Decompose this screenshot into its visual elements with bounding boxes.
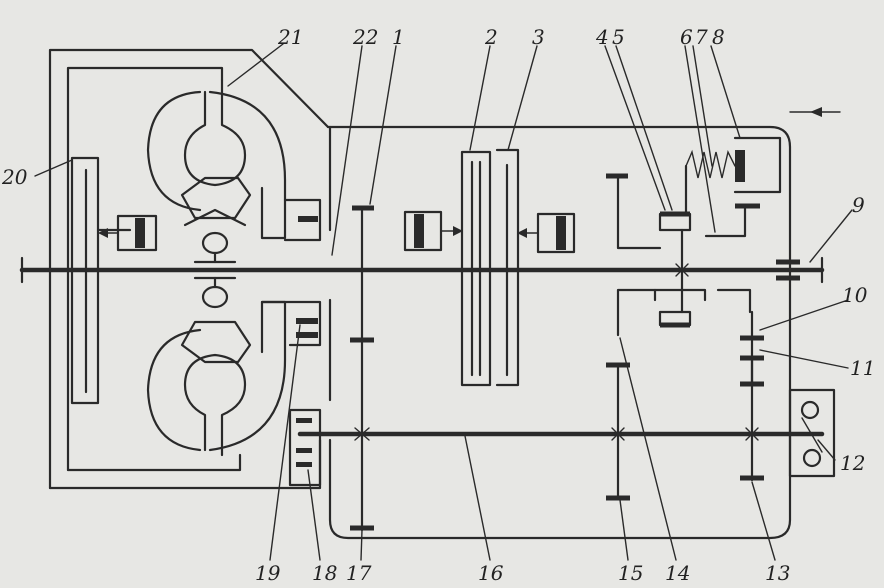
- label-18: 18: [312, 561, 337, 585]
- carrier-6: [704, 206, 747, 238]
- label-9: 9: [852, 193, 865, 217]
- leader-lines: [34, 43, 853, 561]
- stator-clutch-lower: [260, 300, 322, 347]
- gear-18-tooth-c: [296, 462, 312, 467]
- housing-outline: [326, 125, 792, 540]
- output-unit-12: [788, 388, 836, 478]
- freewheel-lower: [201, 285, 229, 309]
- pump-impeller-lower: [146, 300, 287, 452]
- servo-piston-8: [735, 150, 745, 182]
- label-14: 14: [665, 561, 690, 585]
- label-16: 16: [478, 561, 504, 585]
- servo-arrow-right-head: [517, 228, 527, 238]
- gear-10-arm: [716, 288, 752, 314]
- servo-piston-right: [556, 216, 566, 250]
- label-4: 4: [595, 25, 609, 49]
- gear-14-arm: [616, 288, 657, 337]
- coupling-cross: [675, 263, 689, 277]
- label-12: 12: [840, 451, 865, 475]
- gear-15-hub: [611, 427, 625, 441]
- lockup-clutch-plate-outer: [70, 156, 100, 405]
- stator-clutch-upper: [283, 198, 322, 242]
- label-20: 20: [1, 165, 28, 189]
- stator-lower: [180, 320, 252, 364]
- turbine-lower: [183, 353, 247, 457]
- label-21: 21: [277, 25, 303, 49]
- converter-bottom-inner: [66, 453, 242, 472]
- servo-cylinder-8: [733, 136, 782, 194]
- turbine-upper: [183, 78, 247, 187]
- label-8: 8: [712, 25, 725, 49]
- gear-17-hub: [354, 427, 370, 441]
- label-19: 19: [255, 561, 281, 585]
- gear-18-tooth-a: [296, 418, 312, 423]
- clutch-drum-2: [460, 150, 492, 387]
- stator-upper: [180, 176, 252, 220]
- coupling-lower: [653, 288, 707, 302]
- servo-8-inlet-arrow: [810, 107, 822, 117]
- gear-18-housing: [288, 408, 322, 487]
- servo-piston-middle: [414, 214, 424, 248]
- gear-18-tooth-b: [296, 448, 312, 453]
- sleeve-5: [658, 212, 692, 232]
- output-unit-12-bottom: [802, 448, 822, 468]
- servo-piston-left: [135, 218, 145, 248]
- label-13: 13: [765, 561, 790, 585]
- coupling-lower-box: [658, 310, 692, 327]
- label-15: 15: [618, 561, 643, 585]
- gear-13-hub: [745, 427, 759, 441]
- label-6: 6: [680, 25, 693, 49]
- servo-arrow-left-head: [98, 228, 108, 238]
- servo-arrow-middle-head: [453, 226, 463, 236]
- label-3: 3: [532, 25, 545, 49]
- ring-gear-4: [616, 174, 662, 250]
- label-17: 17: [346, 561, 372, 585]
- output-unit-12-link: [801, 417, 823, 453]
- label-1: 1: [392, 25, 405, 49]
- label-5: 5: [612, 25, 625, 49]
- pump-impeller-upper: [146, 90, 287, 240]
- reactor-support-upper: [183, 208, 247, 227]
- gear-19-teeth: [296, 318, 318, 324]
- label-7: 7: [695, 25, 708, 49]
- gear-19-teeth-b: [296, 332, 318, 338]
- label-11: 11: [850, 356, 875, 380]
- label-2: 2: [484, 25, 498, 49]
- stator-clutch-upper-plate: [298, 216, 318, 222]
- label-10: 10: [842, 283, 868, 307]
- freewheel-upper: [201, 231, 229, 255]
- label-22: 22: [352, 25, 378, 49]
- output-unit-12-top: [800, 400, 820, 420]
- spring-7: [685, 149, 736, 179]
